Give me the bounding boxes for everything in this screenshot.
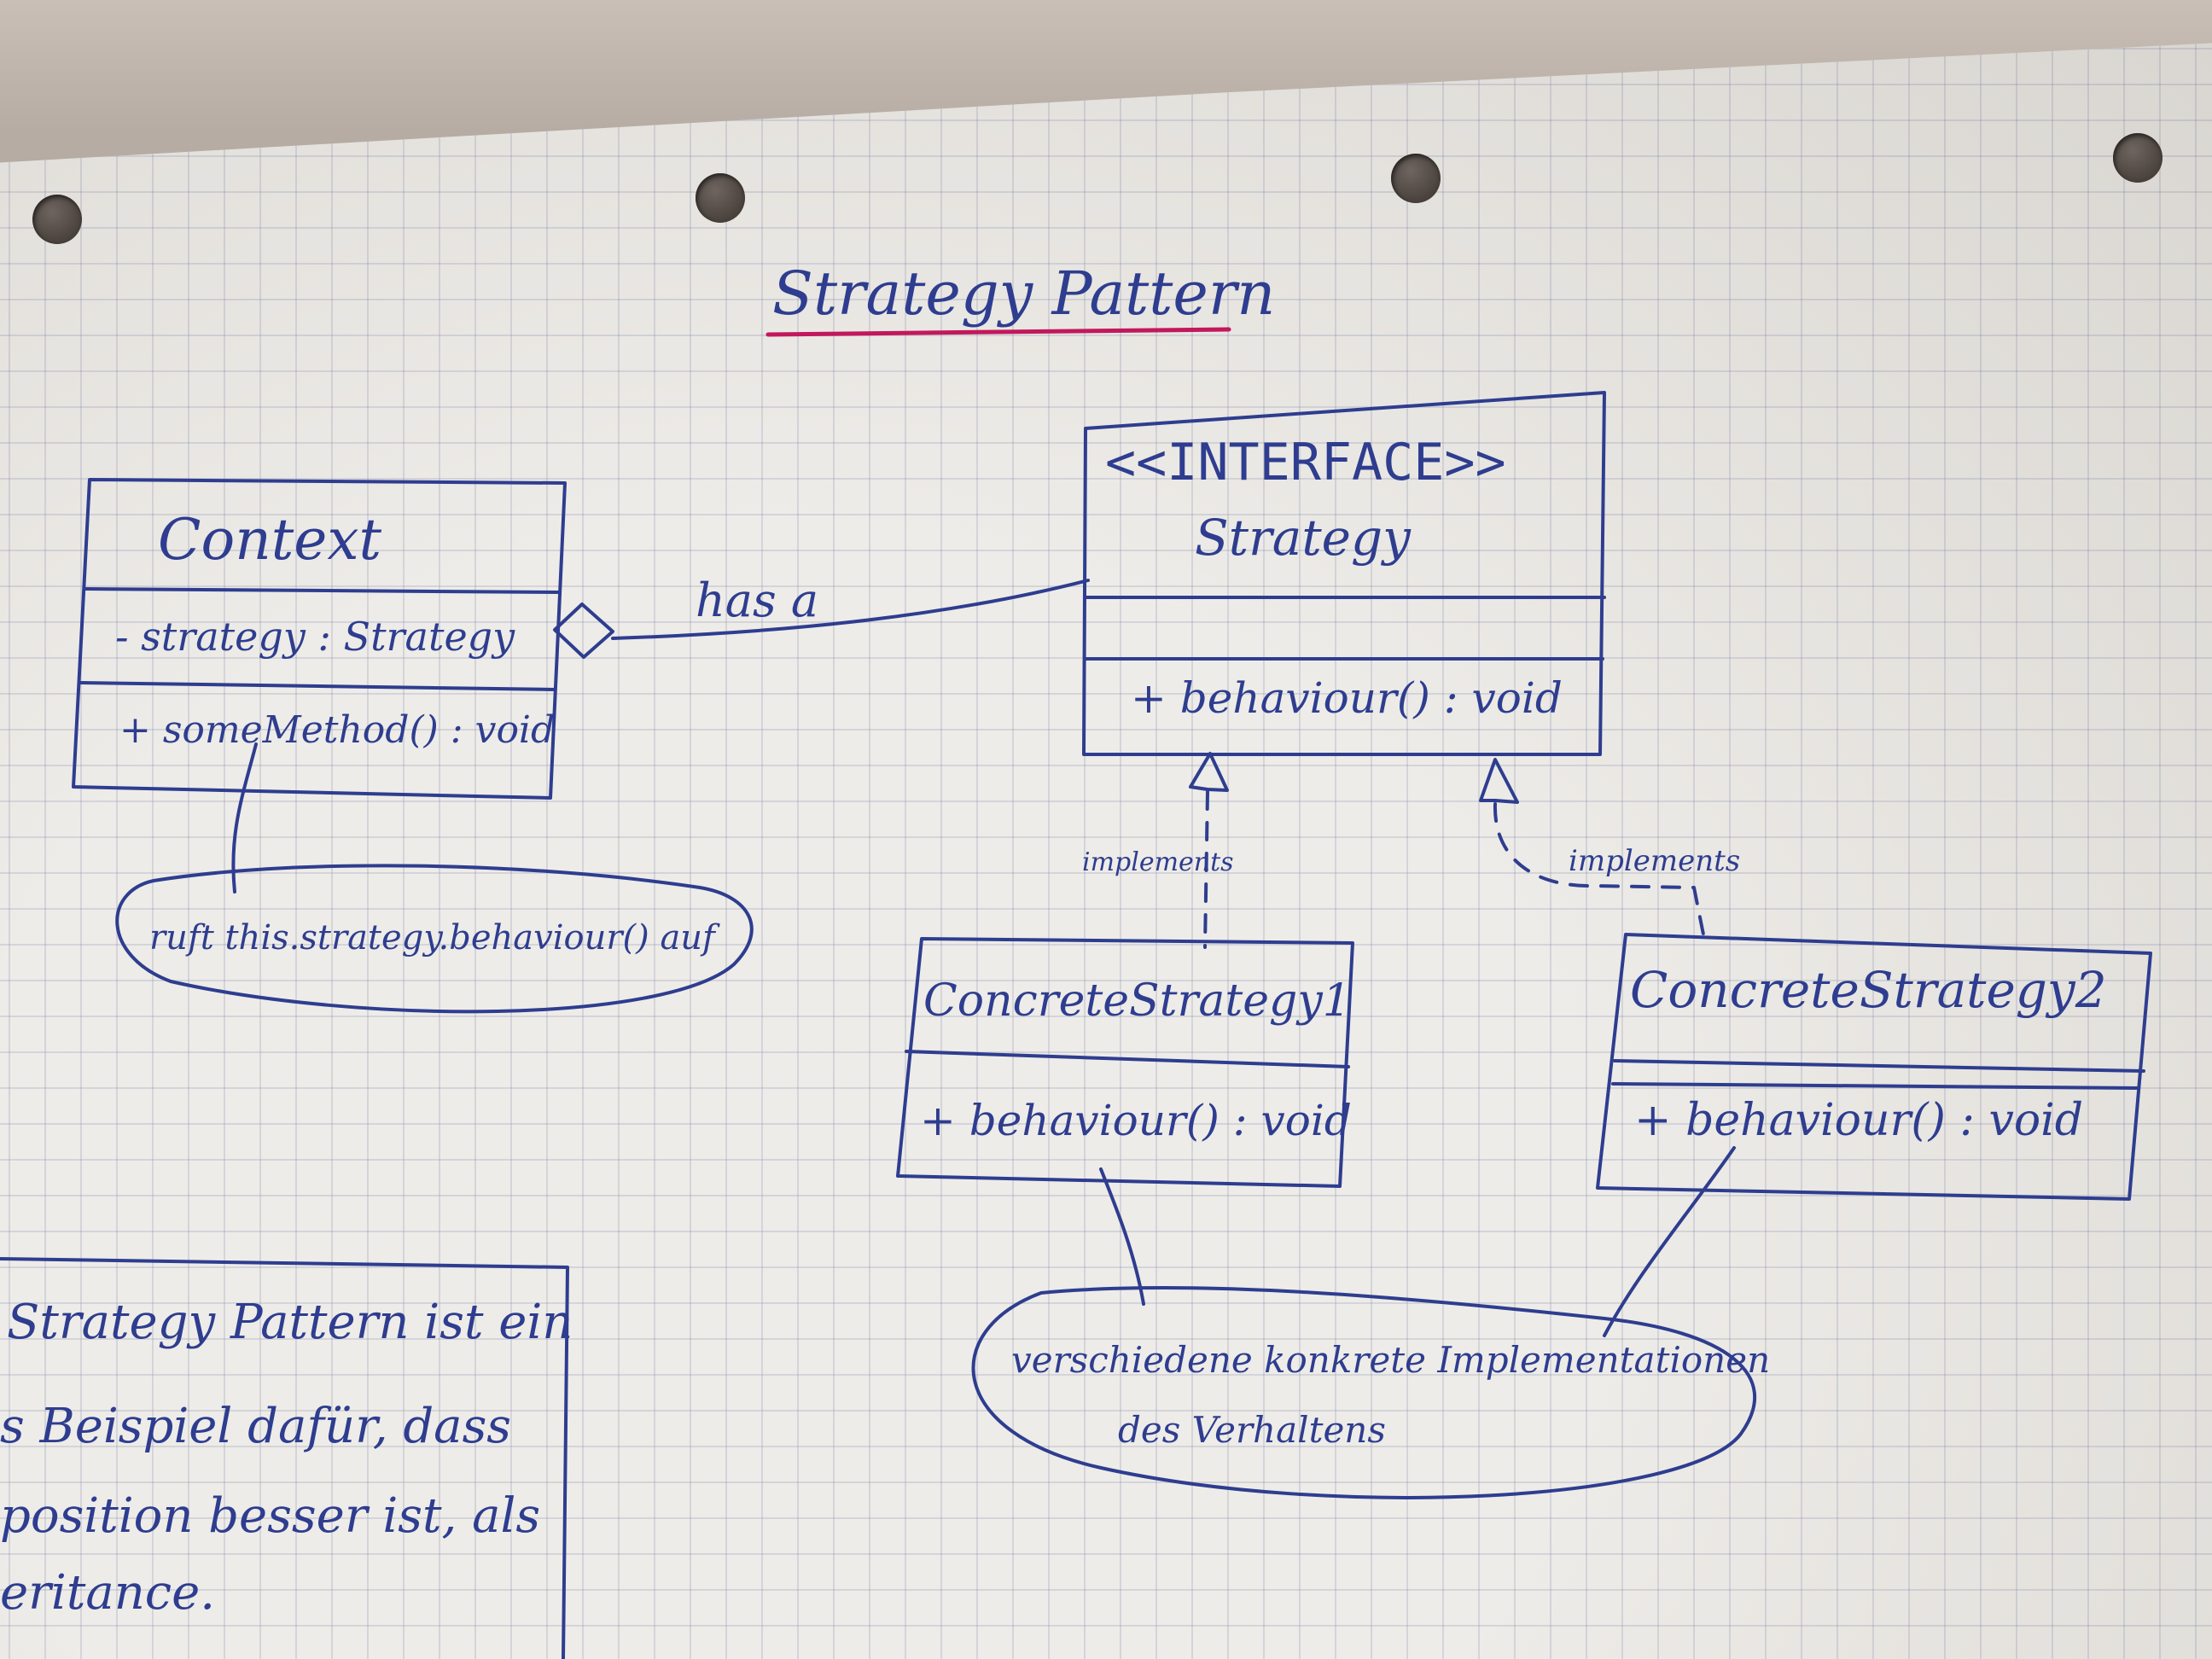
- concrete-strategy-2-method: + behaviour() : void: [1634, 1095, 2083, 1146]
- interface-stereotype: <<INTERFACE>>: [1105, 433, 1506, 492]
- punch-hole: [32, 195, 82, 244]
- concrete-strategy-2-name: ConcreteStrategy2: [1630, 961, 2107, 1019]
- concrete-strategy-2-box: [1596, 933, 2152, 1201]
- side-note-line-3: position besser ist, als: [0, 1488, 540, 1544]
- note-concretes-line2: des Verhaltens: [1118, 1409, 1386, 1451]
- note-concretes-line1: verschiedene konkrete Implementationen: [1011, 1339, 1770, 1381]
- note-connector-concrete-2: [1603, 1146, 1736, 1337]
- implements-label-2: implements: [1569, 844, 1740, 878]
- context-attribute: - strategy : Strategy: [115, 614, 515, 660]
- side-note-line-1: Strategy Pattern ist ein: [7, 1295, 573, 1350]
- implements-label-1: implements: [1082, 847, 1234, 877]
- side-note-line-4: eritance.: [0, 1565, 215, 1621]
- association-label: has a: [696, 573, 818, 627]
- punch-hole: [1391, 154, 1441, 203]
- realization-line-1: [1203, 790, 1209, 949]
- aggregation-diamond: [553, 602, 614, 659]
- note-ellipse-context: [115, 864, 754, 1014]
- interface-method: + behaviour() : void: [1131, 673, 1563, 723]
- realization-line-2: [1493, 802, 1706, 940]
- realization-arrowhead-1: [1189, 752, 1229, 792]
- side-note-box: [0, 1257, 569, 1659]
- concrete-strategy-1-method: + behaviour() : void: [920, 1096, 1352, 1145]
- page-title: Strategy Pattern: [772, 259, 1275, 329]
- side-note-line-2: s Beispiel dafür, dass: [0, 1399, 511, 1454]
- title-underline: [765, 327, 1231, 337]
- punch-hole: [2113, 133, 2163, 183]
- punch-hole: [696, 173, 745, 223]
- strategy-interface-box: [1082, 391, 1606, 756]
- context-method: + someMethod() : void: [119, 708, 555, 752]
- context-class-name: Context: [158, 507, 382, 573]
- association-line: [611, 579, 1090, 640]
- realization-arrowhead-2: [1479, 758, 1519, 804]
- concrete-strategy-1-box: [896, 937, 1354, 1188]
- note-connector-concrete-1: [1099, 1167, 1145, 1306]
- concrete-strategy-1-name: ConcreteStrategy1: [923, 975, 1351, 1027]
- context-class-box: [72, 478, 567, 800]
- interface-class-name: Strategy: [1195, 509, 1412, 567]
- note-ellipse-concretes: [971, 1286, 1757, 1499]
- note-context-text: ruft this.strategy.behaviour() auf: [149, 918, 720, 958]
